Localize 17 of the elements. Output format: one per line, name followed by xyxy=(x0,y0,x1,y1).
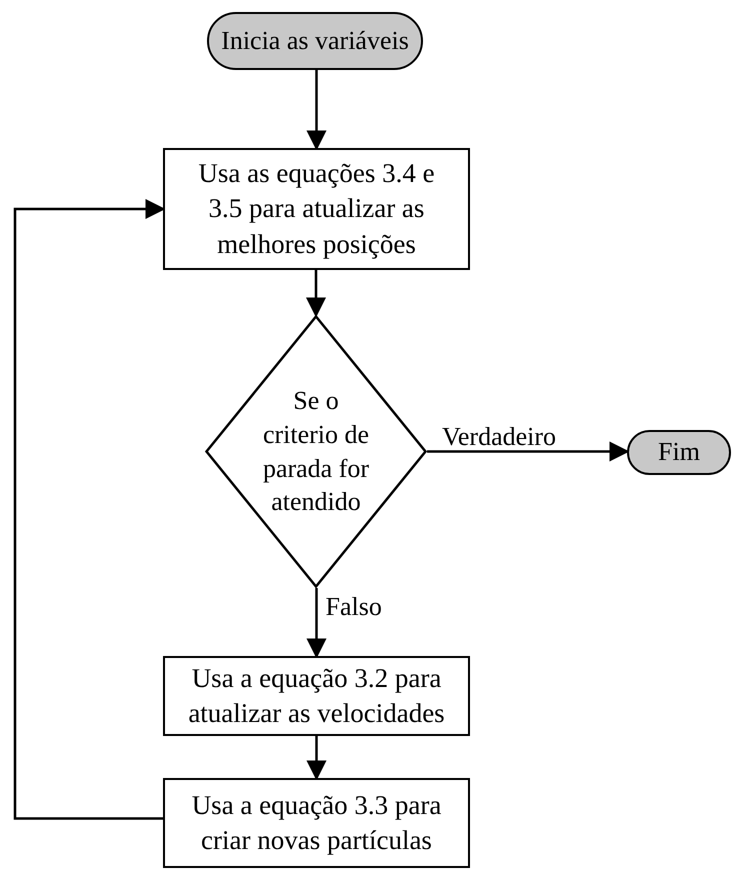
arrow xyxy=(306,70,326,150)
decision-diamond xyxy=(205,315,427,588)
terminal-pill xyxy=(627,430,731,475)
arrow xyxy=(14,199,166,820)
node-text: Usa as equações 3.4 e 3.5 para atualizar as melhores posições xyxy=(197,157,436,261)
process-box xyxy=(163,148,470,270)
node-text: Usa a equação 3.2 para atualizar as velocidades xyxy=(187,662,446,730)
process-box xyxy=(163,778,470,868)
arrow xyxy=(306,588,326,658)
node-text: Fim xyxy=(658,436,700,468)
node-text: Inicia as variáveis xyxy=(221,24,409,57)
arrow xyxy=(306,736,326,780)
node-text: Usa a equação 3.3 para criar novas partículas xyxy=(190,788,442,857)
arrow xyxy=(306,270,326,318)
arrow xyxy=(427,442,630,462)
process-box xyxy=(163,656,470,736)
node-text: Se o criterio de parada for atendido xyxy=(262,384,370,518)
